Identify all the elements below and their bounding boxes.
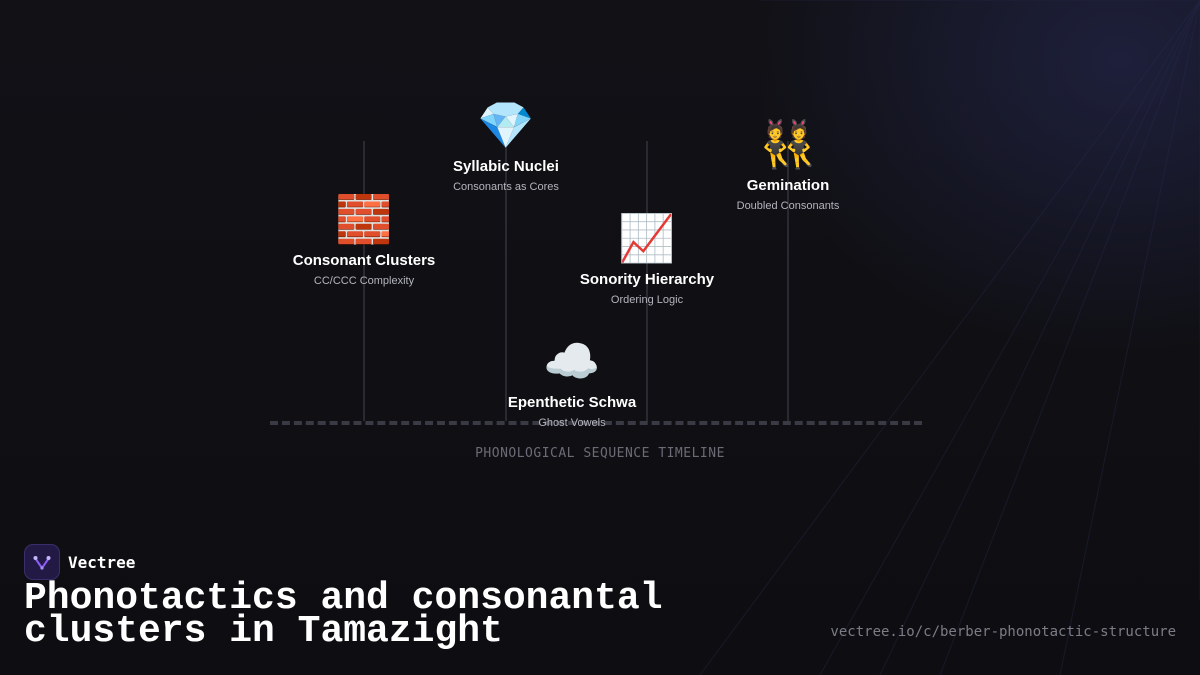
vectree-logo-icon xyxy=(24,544,60,580)
node-title: Sonority Hierarchy xyxy=(579,271,715,288)
node-epenthetic-schwa: ☁️ Epenthetic Schwa Ghost Vowels xyxy=(462,334,682,429)
page-title: Phonotactics and consonantal clusters in… xyxy=(24,577,663,653)
dancers-icon: 👯 xyxy=(759,118,817,170)
connector-line xyxy=(363,141,365,421)
brand-name: Vectree xyxy=(68,552,136,572)
node-title: Syllabic Nuclei xyxy=(453,158,559,175)
node-syllabic-nuclei: 💎 Syllabic Nuclei Consonants as Cores xyxy=(396,98,616,193)
node-subtitle: CC/CCC Complexity xyxy=(313,275,415,287)
brand: Vectree xyxy=(24,544,135,580)
node-subtitle: Ordering Logic xyxy=(610,294,684,306)
brick-icon: 🧱 xyxy=(335,193,393,245)
chart-increasing-icon: 📈 xyxy=(618,212,676,264)
node-title: Epenthetic Schwa xyxy=(507,394,637,411)
node-subtitle: Ghost Vowels xyxy=(538,417,606,429)
node-sonority-hierarchy: 📈 Sonority Hierarchy Ordering Logic xyxy=(537,211,757,306)
node-consonant-clusters: 🧱 Consonant Clusters CC/CCC Complexity xyxy=(254,192,474,287)
node-subtitle: Doubled Consonants xyxy=(736,200,840,212)
connector-line xyxy=(646,141,648,421)
timeline-label: PHONOLOGICAL SEQUENCE TIMELINE xyxy=(475,446,725,461)
node-gemination: 👯 Gemination Doubled Consonants xyxy=(678,117,898,212)
cloud-icon: ☁️ xyxy=(543,335,601,387)
node-subtitle: Consonants as Cores xyxy=(453,181,559,193)
connector-line xyxy=(787,141,789,421)
node-title: Consonant Clusters xyxy=(292,252,436,269)
source-url: vectree.io/c/berber-phonotactic-structur… xyxy=(830,624,1176,640)
connector-line xyxy=(505,141,507,421)
node-title: Gemination xyxy=(746,177,830,194)
gem-icon: 💎 xyxy=(477,99,535,151)
timeline-axis xyxy=(270,421,922,425)
